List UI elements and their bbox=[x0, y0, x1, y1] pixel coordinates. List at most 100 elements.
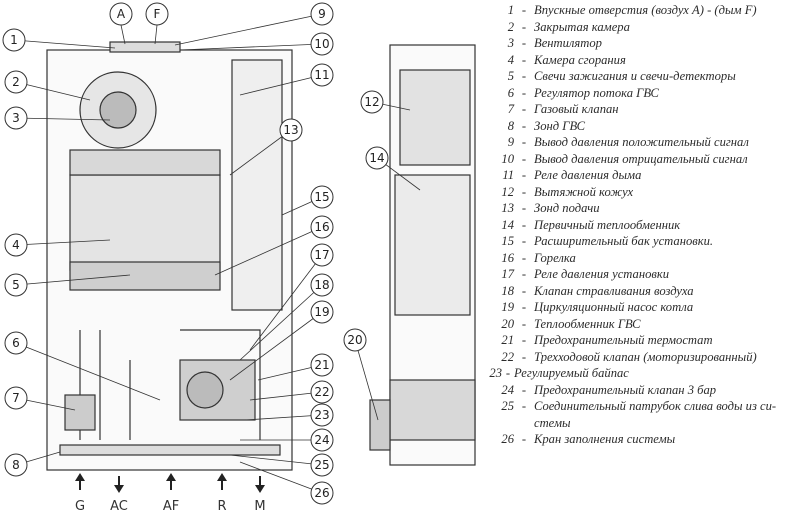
combustion-chamber bbox=[69, 174, 221, 271]
legend-item-6: 6-Регулятор потока ГВС bbox=[492, 85, 800, 102]
legend-text: Циркуляционный насос котла bbox=[534, 300, 694, 314]
legend-text: Реле давления дыма bbox=[534, 168, 642, 182]
callout-A: A bbox=[109, 2, 133, 45]
legend-text: Регулятор потока ГВС bbox=[534, 85, 659, 100]
legend-dash: - bbox=[521, 52, 527, 67]
connection-label: AF bbox=[163, 499, 179, 513]
legend-text: Соединительный патрубок слива воды из си… bbox=[534, 399, 777, 413]
callout-10: 10 bbox=[179, 32, 334, 56]
legend-text: Теплообменник ГВС bbox=[534, 316, 641, 331]
callout-circle bbox=[310, 300, 334, 324]
heat-exchanger bbox=[69, 149, 221, 176]
legend-item-14: 14-Первичный теплообменник bbox=[492, 217, 800, 234]
legend-number: 14 bbox=[501, 217, 514, 232]
callout-4: 4 bbox=[4, 233, 111, 257]
callout-circle bbox=[4, 453, 28, 477]
callouts: 1234567891011121314151617181920212223242… bbox=[2, 2, 421, 505]
callout-circle bbox=[310, 215, 334, 239]
legend-dash: - bbox=[521, 316, 527, 331]
callout-circle bbox=[279, 118, 303, 142]
legend-item-8: 8-Зонд ГВС bbox=[492, 118, 800, 135]
connection-r: R bbox=[217, 473, 227, 513]
legend-text: Зонд подачи bbox=[534, 201, 600, 215]
leader-line bbox=[229, 129, 292, 176]
legend: 1-Впускные отверстия (воздух А) - (дым F… bbox=[489, 2, 800, 448]
callout-label: 17 bbox=[314, 248, 329, 262]
callout-label: A bbox=[117, 7, 126, 21]
legend-item-23: 23-Регулируемый байпас bbox=[480, 365, 800, 382]
connection-af: AF bbox=[163, 473, 179, 513]
legend-item-10: 10-Вывод давления отрицательный сигнал bbox=[492, 151, 800, 168]
callout-circle bbox=[2, 28, 26, 52]
callout-26: 26 bbox=[239, 461, 334, 505]
callout-circle bbox=[310, 243, 334, 267]
legend-item-7: 7-Газовый клапан bbox=[492, 101, 800, 118]
callout-label: 7 bbox=[12, 391, 20, 405]
legend-text: Реле давления установки bbox=[534, 267, 670, 281]
connection-label: M bbox=[254, 499, 265, 513]
callout-6: 6 bbox=[4, 331, 161, 401]
legend-item-20: 20-Теплообменник ГВС bbox=[492, 316, 800, 333]
legend-dash: - bbox=[521, 3, 527, 17]
legend-item-18: 18-Клапан стравливания воздуха bbox=[492, 283, 800, 300]
callout-label: 14 bbox=[369, 151, 384, 165]
callout-circle bbox=[310, 353, 334, 377]
callout-17: 17 bbox=[249, 243, 334, 351]
leader-line bbox=[249, 391, 323, 401]
legend-dash: - bbox=[521, 135, 527, 149]
callout-circle bbox=[310, 428, 334, 452]
callout-label: 20 bbox=[347, 333, 362, 347]
callout-circle bbox=[310, 273, 334, 297]
legend-number: 11 bbox=[502, 168, 514, 182]
leader-line bbox=[15, 274, 131, 286]
callout-3: 3 bbox=[4, 106, 111, 130]
legend-number: 7 bbox=[507, 102, 514, 116]
legend-text: Клапан стравливания воздуха bbox=[534, 283, 694, 298]
callout-circle bbox=[4, 70, 28, 94]
leader-line bbox=[249, 254, 323, 351]
callout-label: 6 bbox=[12, 336, 20, 350]
arrowhead-icon bbox=[114, 485, 124, 493]
callout-label: 3 bbox=[12, 111, 20, 125]
leader-line bbox=[244, 414, 323, 421]
legend-text: Вывод давления положительный сигнал bbox=[534, 135, 749, 149]
callout-15: 15 bbox=[281, 185, 334, 216]
leader-line bbox=[154, 24, 158, 45]
legend-text: Вентилятор bbox=[534, 36, 602, 50]
legend-number: 16 bbox=[501, 250, 514, 265]
callout-label: 4 bbox=[12, 238, 20, 252]
connection-g: G bbox=[75, 473, 85, 513]
callout-label: 24 bbox=[314, 433, 329, 447]
legend-item-25: 25-Соединительный патрубок слива воды из… bbox=[492, 398, 800, 415]
legend-number: 25 bbox=[501, 399, 514, 413]
legend-item-24: 24-Предохранительный клапан 3 бар bbox=[492, 382, 800, 399]
legend-number: 4 bbox=[507, 52, 514, 67]
front-view bbox=[46, 41, 293, 471]
callout-circle bbox=[310, 380, 334, 404]
legend-number: 26 bbox=[501, 432, 514, 446]
legend-number: 17 bbox=[501, 267, 514, 281]
leader-line bbox=[174, 13, 323, 46]
callout-circle bbox=[4, 331, 28, 355]
legend-number: 15 bbox=[501, 234, 514, 248]
arrowhead-icon bbox=[255, 485, 265, 493]
legend-text: Впускные отверстия (воздух А) - (дым F) bbox=[534, 3, 757, 17]
callout-18: 18 bbox=[239, 273, 334, 361]
callout-label: 10 bbox=[314, 37, 329, 51]
legend-number: 18 bbox=[501, 283, 514, 298]
legend-item-15: 15-Расширительный бак установки. bbox=[492, 233, 800, 250]
callout-circle bbox=[343, 328, 367, 352]
callout-circle bbox=[310, 63, 334, 87]
legend-dash: - bbox=[521, 382, 527, 397]
leader-line bbox=[15, 342, 161, 401]
legend-text: Вытяжной кожух bbox=[534, 184, 634, 199]
connection-ac: AC bbox=[110, 476, 128, 513]
callout-label: 8 bbox=[12, 458, 20, 472]
legend-dash: - bbox=[521, 217, 527, 232]
callout-20: 20 bbox=[343, 328, 379, 421]
leader-line bbox=[15, 239, 111, 246]
callout-circle bbox=[109, 2, 133, 26]
legend-dash: - bbox=[521, 349, 527, 364]
callout-5: 5 bbox=[4, 273, 131, 297]
legend-item-22: 22-Трехходовой клапан (моторизированный) bbox=[492, 349, 800, 366]
